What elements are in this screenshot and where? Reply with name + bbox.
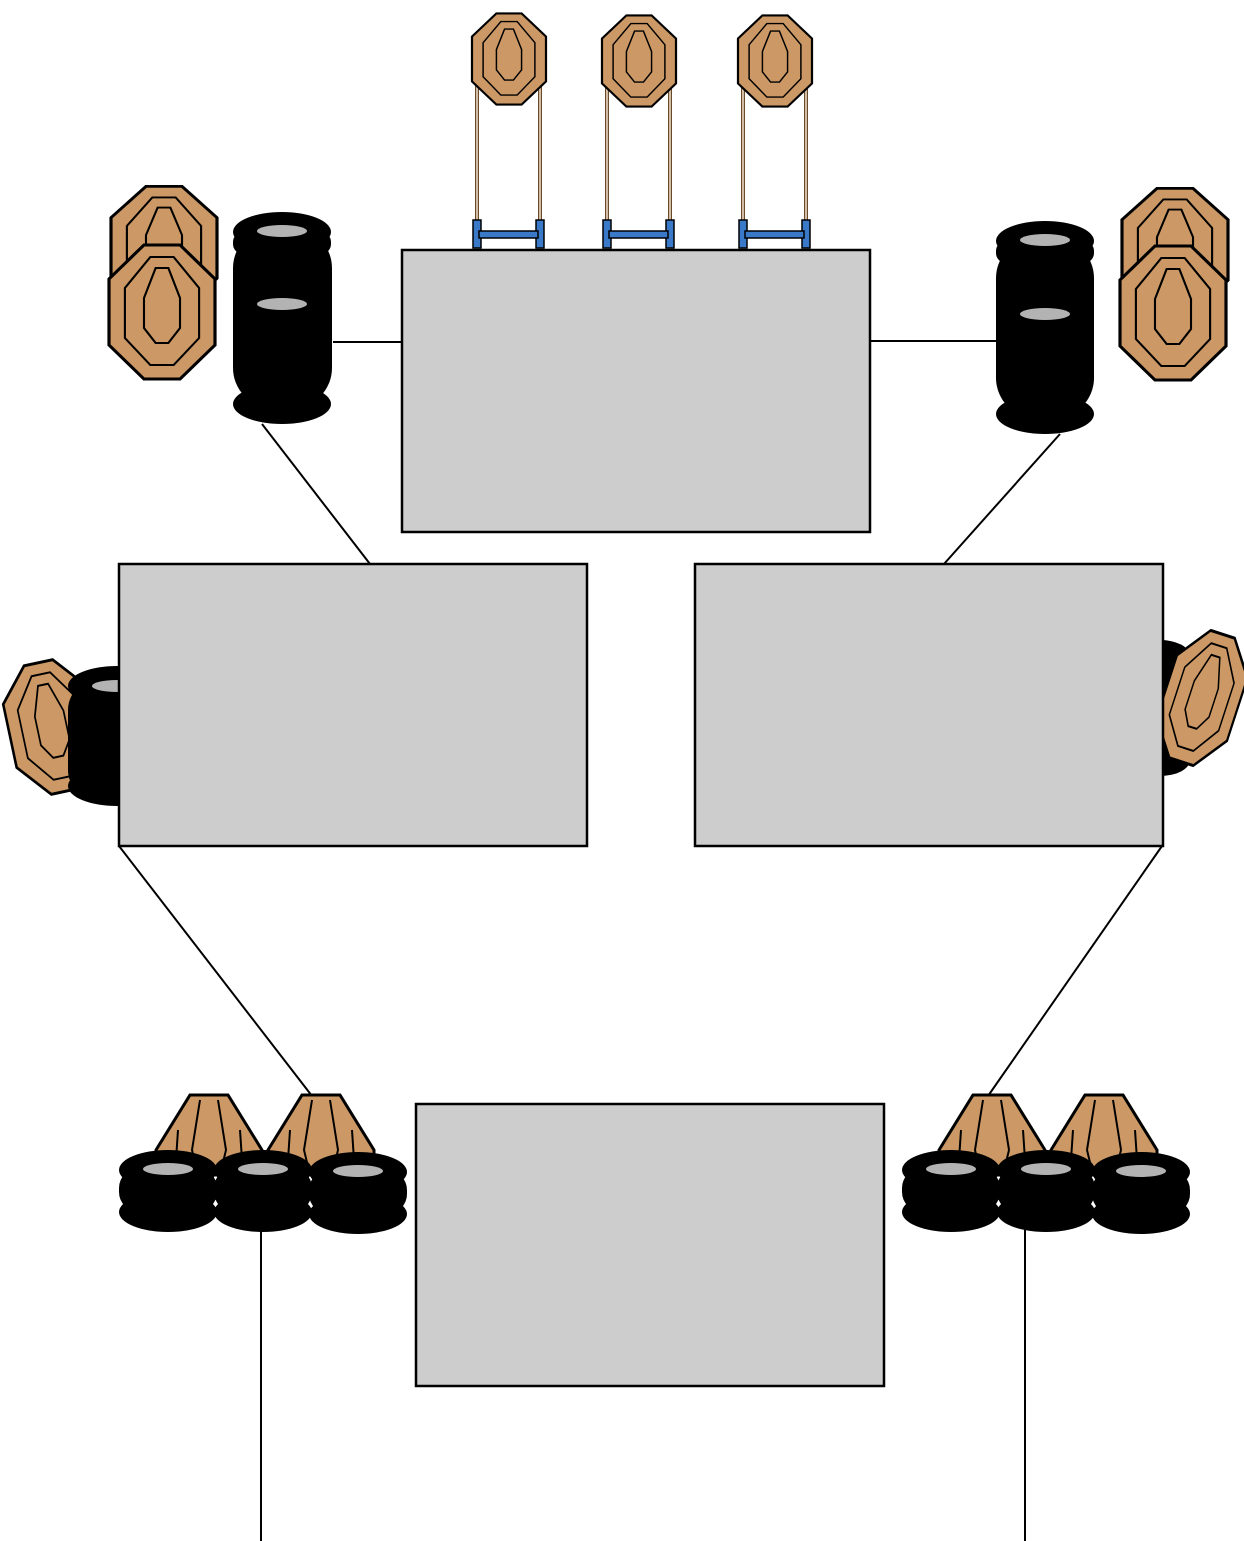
tire-stack-icon — [119, 1150, 217, 1232]
fault-line — [261, 423, 371, 565]
steel-target-icon — [107, 243, 217, 381]
wall-bottom — [414, 1102, 886, 1388]
walls — [117, 248, 1165, 1388]
fault-line — [118, 845, 313, 1097]
fault-lines — [118, 340, 1163, 1541]
target-stand-icon — [470, 12, 548, 249]
upper-right-targets — [1118, 186, 1230, 382]
target-stand-icon — [736, 14, 814, 249]
tire-stack-icon — [309, 1152, 407, 1234]
steel-target-icon — [470, 12, 548, 106]
stand-targets — [470, 12, 814, 249]
bottom-left-cluster — [119, 1093, 407, 1234]
wall-middle-left — [117, 562, 589, 848]
wall-top — [400, 248, 872, 534]
target-stand-icon — [600, 14, 678, 249]
tire-stack-icon — [233, 212, 332, 424]
tire-stack-icon — [996, 221, 1094, 434]
bottom-right-cluster — [902, 1093, 1190, 1234]
fault-line — [943, 433, 1061, 565]
tire-stack-icon — [214, 1150, 312, 1232]
tire-stack-icon — [1092, 1152, 1190, 1234]
steel-target-icon — [1118, 244, 1228, 382]
upper-left-targets — [107, 184, 219, 381]
tire-stack-icon — [902, 1150, 1000, 1232]
steel-target-icon — [736, 14, 814, 108]
tire-stack-icon — [997, 1150, 1095, 1232]
wall-middle-right — [693, 562, 1165, 848]
fault-line — [987, 845, 1163, 1097]
steel-target-icon — [600, 14, 678, 108]
